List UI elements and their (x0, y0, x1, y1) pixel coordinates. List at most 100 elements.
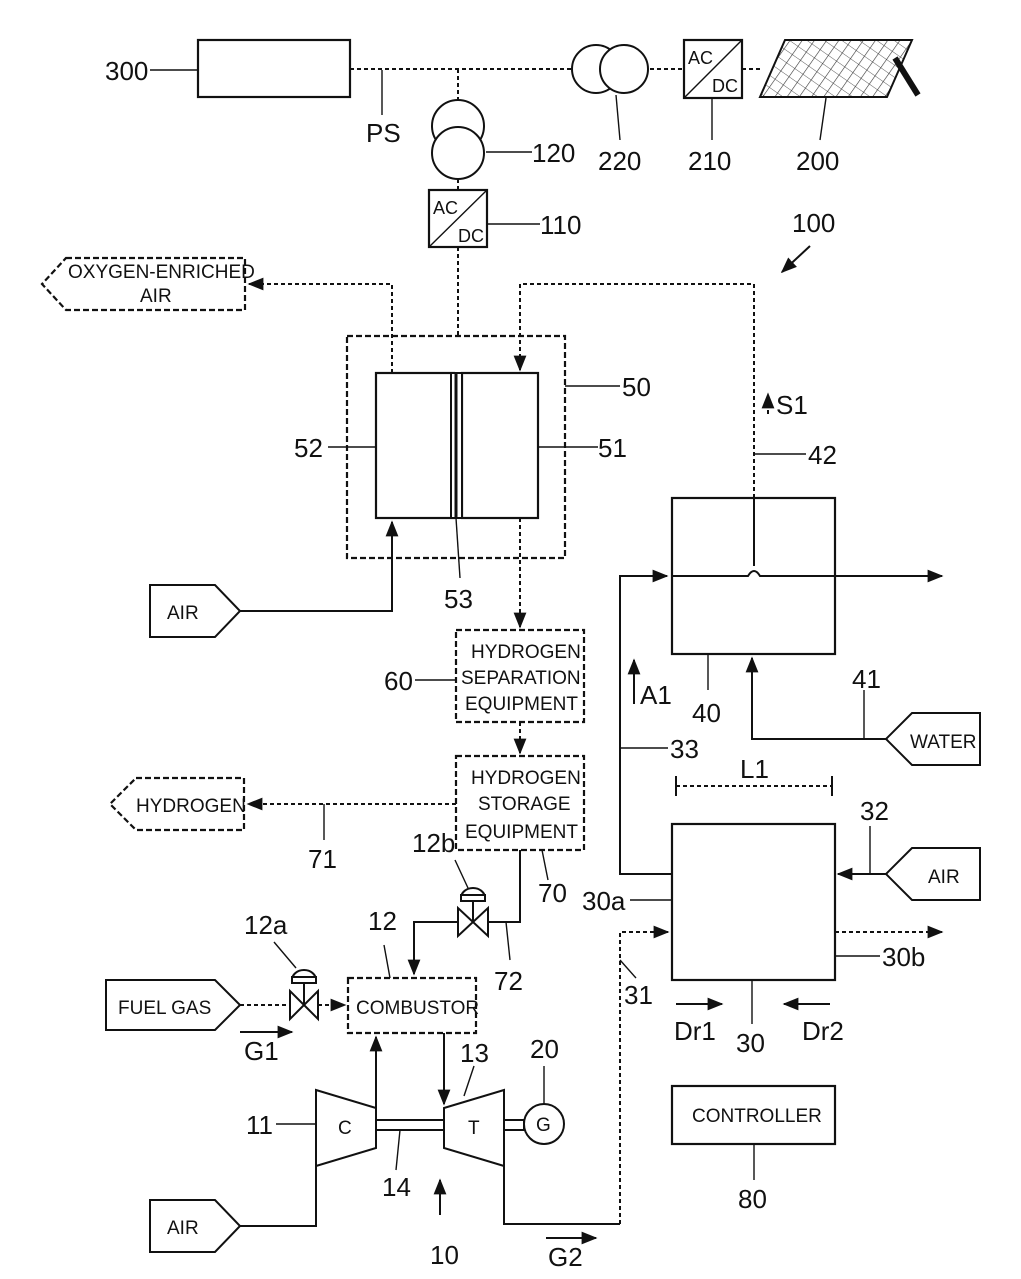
svg-text:AIR: AIR (167, 603, 199, 624)
ref-71: 71 (308, 844, 337, 874)
ref-220: 220 (598, 146, 641, 176)
shaft-to-generator (504, 1120, 524, 1130)
svg-text:HYDROGEN: HYDROGEN (136, 796, 246, 817)
ref-11: 11 (246, 1110, 273, 1140)
svg-text:SEPARATION: SEPARATION (461, 668, 581, 689)
leader-14 (396, 1130, 400, 1170)
valve-12a-icon (290, 970, 318, 1019)
ref-53: 53 (444, 584, 473, 614)
oxygen-enriched-air-tag: OXYGEN-ENRICHED AIR (42, 258, 255, 310)
combustor-12: COMBUSTOR (348, 978, 479, 1033)
fuel-gas-tag: FUEL GAS (106, 980, 240, 1030)
water-input-tag: WATER (886, 713, 980, 765)
hydrogen-separation-60: HYDROGEN SEPARATION EQUIPMENT (456, 630, 584, 722)
leader-220 (616, 95, 620, 140)
svg-text:AC: AC (433, 198, 458, 218)
svg-text:FUEL GAS: FUEL GAS (118, 998, 211, 1019)
svg-text:COMBUSTOR: COMBUSTOR (356, 998, 479, 1019)
ref-80: 80 (738, 1184, 767, 1214)
svg-text:DC: DC (458, 226, 484, 246)
leader-12a (274, 942, 296, 968)
ref-dr1: Dr1 (674, 1016, 716, 1046)
svg-text:G: G (536, 1115, 551, 1136)
ref-72: 72 (494, 966, 523, 996)
ref-13: 13 (460, 1038, 489, 1068)
generator-g-icon: G (524, 1104, 564, 1144)
ref-l1: L1 (740, 754, 769, 784)
line-air-to-compressor (240, 1166, 316, 1226)
ref-a1: A1 (640, 680, 672, 710)
svg-text:AIR: AIR (167, 1218, 199, 1239)
hydrogen-output-tag: HYDROGEN (110, 778, 246, 830)
svg-text:OXYGEN-ENRICHED: OXYGEN-ENRICHED (68, 262, 255, 283)
ref-33: 33 (670, 734, 699, 764)
ref-dr2: Dr2 (802, 1016, 844, 1046)
leader-200 (820, 98, 826, 140)
svg-text:CONTROLLER: CONTROLLER (692, 1106, 822, 1127)
ref-30: 30 (736, 1028, 765, 1058)
line-valve-12b-to-combustor (414, 922, 458, 974)
ref-g2: G2 (548, 1242, 583, 1272)
valve-12b-icon (458, 888, 488, 936)
ref-31: 31 (624, 980, 653, 1010)
svg-text:HYDROGEN: HYDROGEN (471, 768, 581, 789)
ref-g1: G1 (244, 1036, 279, 1066)
line-heated-air-33 (620, 576, 672, 874)
air-input-tag-top: AIR (150, 585, 240, 637)
ref-110: 110 (540, 210, 581, 240)
ref-70: 70 (538, 878, 567, 908)
svg-text:HYDROGEN: HYDROGEN (471, 642, 581, 663)
svg-text:DC: DC (712, 76, 738, 96)
ref-12a: 12a (244, 910, 288, 940)
svg-text:AIR: AIR (140, 286, 172, 307)
heat-exchanger-30 (672, 824, 835, 980)
ref-30a: 30a (582, 886, 626, 916)
ref-12b: 12b (412, 828, 455, 858)
svg-text:STORAGE: STORAGE (478, 794, 571, 815)
ref-210: 210 (688, 146, 731, 176)
svg-text:EQUIPMENT: EQUIPMENT (465, 822, 578, 843)
hydrogen-storage-70: HYDROGEN STORAGE EQUIPMENT (456, 756, 584, 850)
transformer-220-icon (572, 45, 648, 93)
svg-text:T: T (468, 1118, 480, 1139)
acdc-converter-110: AC DC (429, 190, 487, 247)
ref-30b: 30b (882, 942, 925, 972)
ref-60: 60 (384, 666, 413, 696)
controller-80: CONTROLLER (672, 1086, 835, 1144)
ref-20: 20 (530, 1034, 559, 1064)
ref-32: 32 (860, 796, 889, 826)
line-exhaust-to-30 (620, 932, 668, 1224)
ref-10: 10 (430, 1240, 459, 1270)
ref-52: 52 (294, 433, 323, 463)
ref-300: 300 (105, 56, 148, 86)
air-input-tag-bottom: AIR (150, 1200, 240, 1252)
ref-12: 12 (368, 906, 397, 936)
leader-13 (464, 1066, 474, 1096)
ref-42: 42 (808, 440, 837, 470)
leader-12 (384, 945, 390, 978)
line-exhaust-g2 (504, 1166, 620, 1224)
solar-panel-200-icon (760, 40, 918, 97)
acdc-converter-210: AC DC (684, 40, 742, 98)
svg-text:EQUIPMENT: EQUIPMENT (465, 694, 578, 715)
ref-s1: S1 (776, 390, 808, 420)
anode-chamber-52 (376, 373, 454, 518)
leader-31 (620, 960, 636, 978)
compressor-c: C (316, 1090, 376, 1166)
ref-100: 100 (792, 208, 835, 238)
ref-40: 40 (692, 698, 721, 728)
ref-ps: PS (366, 118, 401, 148)
ref-50: 50 (622, 372, 651, 402)
ref-51: 51 (598, 433, 627, 463)
leader-72 (506, 922, 510, 960)
cathode-chamber-51 (462, 373, 538, 518)
leader-12b (455, 860, 468, 888)
air-input-tag-right: AIR (886, 848, 980, 900)
grid-load-300 (198, 40, 350, 97)
ref-120: 120 (532, 138, 575, 168)
shaft-14 (376, 1120, 444, 1130)
line-70-to-combustor (488, 850, 520, 922)
transformer-120-icon (432, 100, 484, 179)
svg-text:C: C (338, 1118, 352, 1139)
